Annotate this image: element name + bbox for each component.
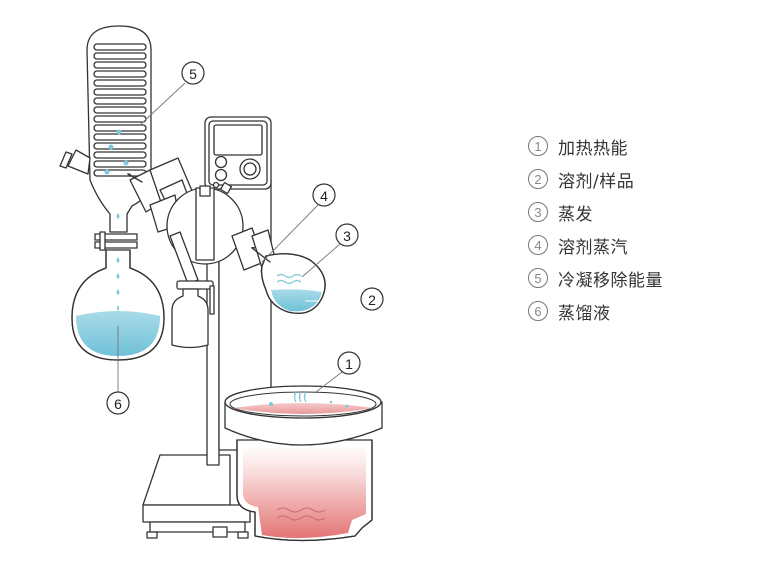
legend-number: 5 — [528, 268, 548, 288]
callout-2: 2 — [360, 287, 384, 311]
svg-text:6: 6 — [114, 396, 122, 412]
control-panel — [204, 116, 272, 190]
callout-4: 4 — [312, 183, 336, 207]
legend-item-distillate: 6 蒸馏液 — [528, 296, 663, 326]
drop-icon — [116, 129, 122, 135]
evaporation-wave-icon — [276, 273, 302, 279]
button-icon — [214, 168, 228, 182]
button-icon — [214, 155, 228, 169]
callout-5: 5 — [181, 61, 205, 85]
condenser — [59, 25, 152, 251]
legend-item-condensation: 5 冷凝移除能量 — [528, 263, 663, 293]
legend-label: 冷凝移除能量 — [558, 270, 663, 291]
base-platform — [142, 454, 251, 539]
svg-text:2: 2 — [368, 292, 376, 308]
legend-item-solvent-vapor: 4 溶剂蒸汽 — [528, 230, 663, 260]
legend-number: 2 — [528, 169, 548, 189]
legend-label: 蒸发 — [558, 204, 593, 225]
heat-wave-icon — [276, 515, 326, 521]
legend: 1 加热热能 2 溶剂/样品 3 蒸发 4 溶剂蒸汽 5 冷凝移除能量 6 蒸馏… — [528, 131, 663, 329]
legend-number: 1 — [528, 136, 548, 156]
evaporating-flask — [251, 247, 326, 315]
svg-text:5: 5 — [189, 66, 197, 82]
callout-1: 1 — [337, 351, 361, 375]
svg-text:1: 1 — [345, 356, 353, 372]
svg-text:4: 4 — [320, 188, 328, 204]
svg-text:3: 3 — [343, 228, 351, 244]
legend-number: 4 — [528, 235, 548, 255]
heat-wave-icon — [276, 507, 326, 513]
legend-label: 溶剂/样品 — [558, 171, 635, 192]
legend-item-evaporation: 3 蒸发 — [528, 197, 663, 227]
legend-label: 加热热能 — [558, 138, 628, 159]
collection-tube — [169, 231, 215, 349]
callout-6: 6 — [106, 391, 130, 415]
vapor-icon — [293, 391, 297, 403]
legend-item-heat-energy: 1 加热热能 — [528, 131, 663, 161]
motor-housing — [166, 181, 244, 265]
legend-item-solvent-sample: 2 溶剂/样品 — [528, 164, 663, 194]
callout-3: 3 — [335, 223, 359, 247]
legend-label: 蒸馏液 — [558, 303, 611, 324]
legend-number: 6 — [528, 301, 548, 321]
heating-bath — [224, 385, 383, 542]
legend-number: 3 — [528, 202, 548, 222]
leader-lines — [117, 82, 343, 393]
display-screen — [213, 124, 263, 156]
legend-label: 溶剂蒸汽 — [558, 237, 628, 258]
